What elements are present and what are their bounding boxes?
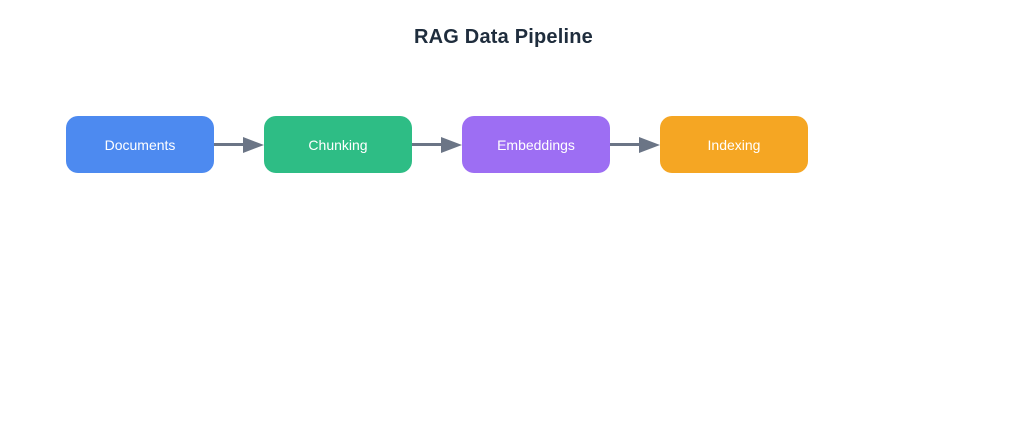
arrow-line: [610, 143, 640, 146]
edge-documents-to-chunking: [214, 116, 264, 173]
arrow-line: [214, 143, 244, 146]
node-embeddings: Embeddings: [462, 116, 610, 173]
arrow-head-icon: [441, 136, 462, 153]
node-documents: Documents: [66, 116, 214, 173]
edge-chunking-to-embeddings: [412, 116, 462, 173]
edge-embeddings-to-indexing: [610, 116, 660, 173]
node-indexing: Indexing: [660, 116, 808, 173]
arrow-line: [412, 143, 442, 146]
arrow-head-icon: [639, 136, 660, 153]
arrow-head-icon: [243, 136, 264, 153]
node-chunking: Chunking: [264, 116, 412, 173]
diagram-title: RAG Data Pipeline: [414, 26, 593, 48]
